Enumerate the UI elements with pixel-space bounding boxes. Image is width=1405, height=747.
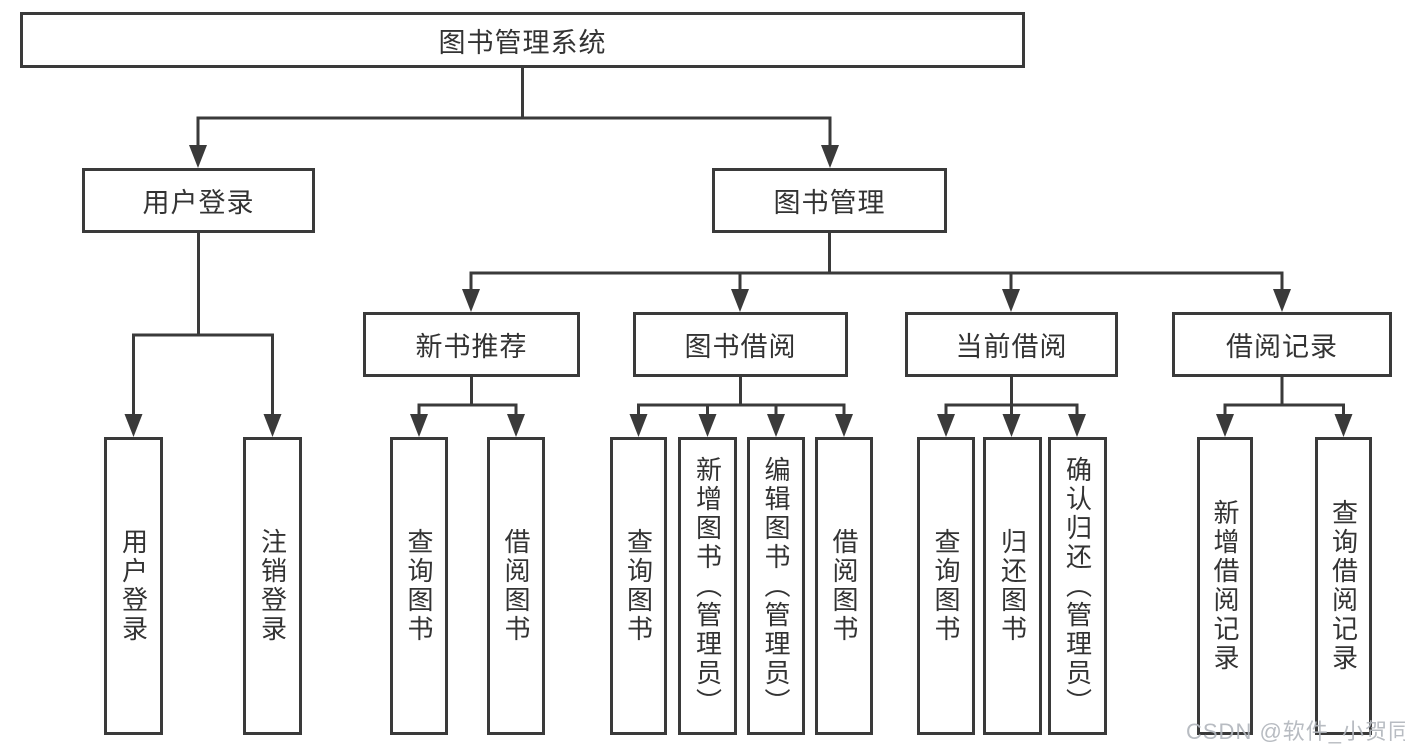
node-label: 借阅图书	[829, 528, 859, 644]
leaf-query-book-current: 查询图书	[917, 437, 975, 735]
leaf-logout: 注销登录	[243, 437, 302, 735]
node-label: 新增借阅记录	[1210, 499, 1240, 673]
node-label: 图书管理系统	[438, 27, 607, 58]
arrow-icon	[629, 414, 648, 437]
leaf-user-login: 用户登录	[104, 437, 163, 735]
arrow-icon	[731, 289, 749, 312]
node-label: 借阅记录	[1226, 332, 1338, 362]
arrow-icon	[1334, 414, 1353, 437]
arrow-icon	[1216, 414, 1234, 437]
arrow-icon	[462, 289, 480, 312]
arrow-icon	[1068, 414, 1086, 437]
arrow-icon	[507, 414, 525, 437]
node-label: 借阅图书	[501, 528, 531, 644]
node-label: 查询图书	[623, 528, 654, 644]
arrow-icon	[263, 414, 282, 437]
edge-newbook-to-leaves	[417, 375, 518, 422]
node-label: 注销登录	[257, 528, 288, 644]
node-new-book-recommend: 新书推荐	[363, 312, 580, 377]
edge-currentborrow-to-leaves	[944, 375, 1079, 422]
edge-bookborrow-to-leaves	[637, 375, 846, 422]
leaf-borrow-book: 借阅图书	[815, 437, 873, 735]
node-label: 新增图书（管理员）	[692, 455, 723, 717]
node-label: 确认归还（管理员）	[1062, 455, 1093, 717]
leaf-return-book: 归还图书	[983, 437, 1042, 735]
node-borrow-record: 借阅记录	[1172, 312, 1392, 377]
arrow-icon	[410, 414, 428, 437]
node-label: 查询图书	[404, 528, 434, 644]
leaf-add-book-admin: 新增图书（管理员）	[678, 437, 737, 735]
node-book-borrow: 图书借阅	[633, 312, 848, 377]
leaf-query-book-borrow: 查询图书	[610, 437, 667, 735]
node-label: 新书推荐	[415, 332, 528, 362]
edge-bookmgmt-to-level3	[469, 231, 1284, 296]
leaf-add-borrow-record: 新增借阅记录	[1197, 437, 1253, 735]
arrow-icon	[821, 145, 839, 168]
leaf-query-borrow-record: 查询借阅记录	[1315, 437, 1372, 735]
node-label: 当前借阅	[955, 332, 1068, 362]
csdn-watermark: CSDN @软件_小贺同学	[1186, 719, 1405, 744]
node-current-borrow: 当前借阅	[905, 312, 1118, 377]
arrow-icon	[124, 414, 143, 437]
leaf-query-book-recommend: 查询图书	[390, 437, 448, 735]
node-label: 查询图书	[931, 528, 961, 644]
arrow-icon	[1002, 414, 1021, 437]
arrow-icon	[1273, 289, 1291, 312]
leaf-borrow-book-recommend: 借阅图书	[487, 437, 545, 735]
node-label: 编辑图书（管理员）	[761, 455, 791, 717]
arrow-icon	[835, 414, 853, 437]
arrow-icon	[937, 414, 955, 437]
edge-borrowrecord-to-leaves	[1223, 375, 1345, 422]
node-label: 图书管理	[773, 188, 886, 218]
edge-userlogin-to-leaves	[132, 231, 274, 422]
node-label: 查询借阅记录	[1328, 499, 1359, 673]
leaf-edit-book-admin: 编辑图书（管理员）	[747, 437, 805, 735]
arrow-icon	[698, 414, 717, 437]
arrow-icon	[767, 414, 785, 437]
node-label: 用户登录	[142, 188, 255, 218]
node-label: 图书借阅	[684, 332, 797, 362]
node-book-management-module: 图书管理	[712, 168, 947, 233]
node-label: 归还图书	[997, 528, 1028, 644]
leaf-confirm-return-admin: 确认归还（管理员）	[1048, 437, 1107, 735]
node-library-management-system: 图书管理系统	[20, 12, 1025, 68]
arrow-icon	[1002, 289, 1020, 312]
node-user-login-module: 用户登录	[82, 168, 315, 233]
node-label: 用户登录	[118, 528, 149, 644]
edge-root-to-level2	[196, 65, 832, 152]
arrow-icon	[189, 145, 207, 168]
